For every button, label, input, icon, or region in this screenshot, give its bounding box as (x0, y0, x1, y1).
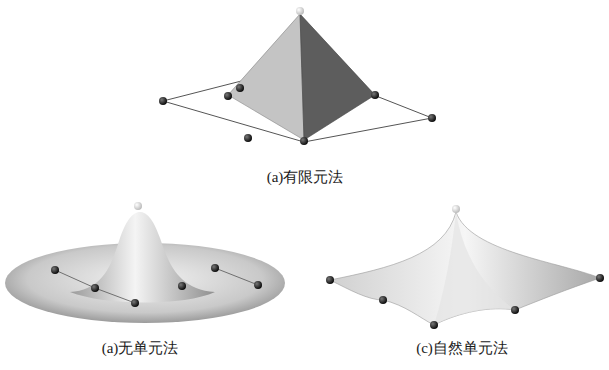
natural-element-tent (326, 205, 604, 329)
meshless-bump (5, 202, 285, 323)
fem-pyramid (159, 7, 436, 145)
figure-caption: (c)自然单元法 (416, 339, 508, 357)
figure-caption: (a)有限元法 (267, 168, 344, 186)
figure-caption: (a)无单元法 (102, 339, 179, 357)
